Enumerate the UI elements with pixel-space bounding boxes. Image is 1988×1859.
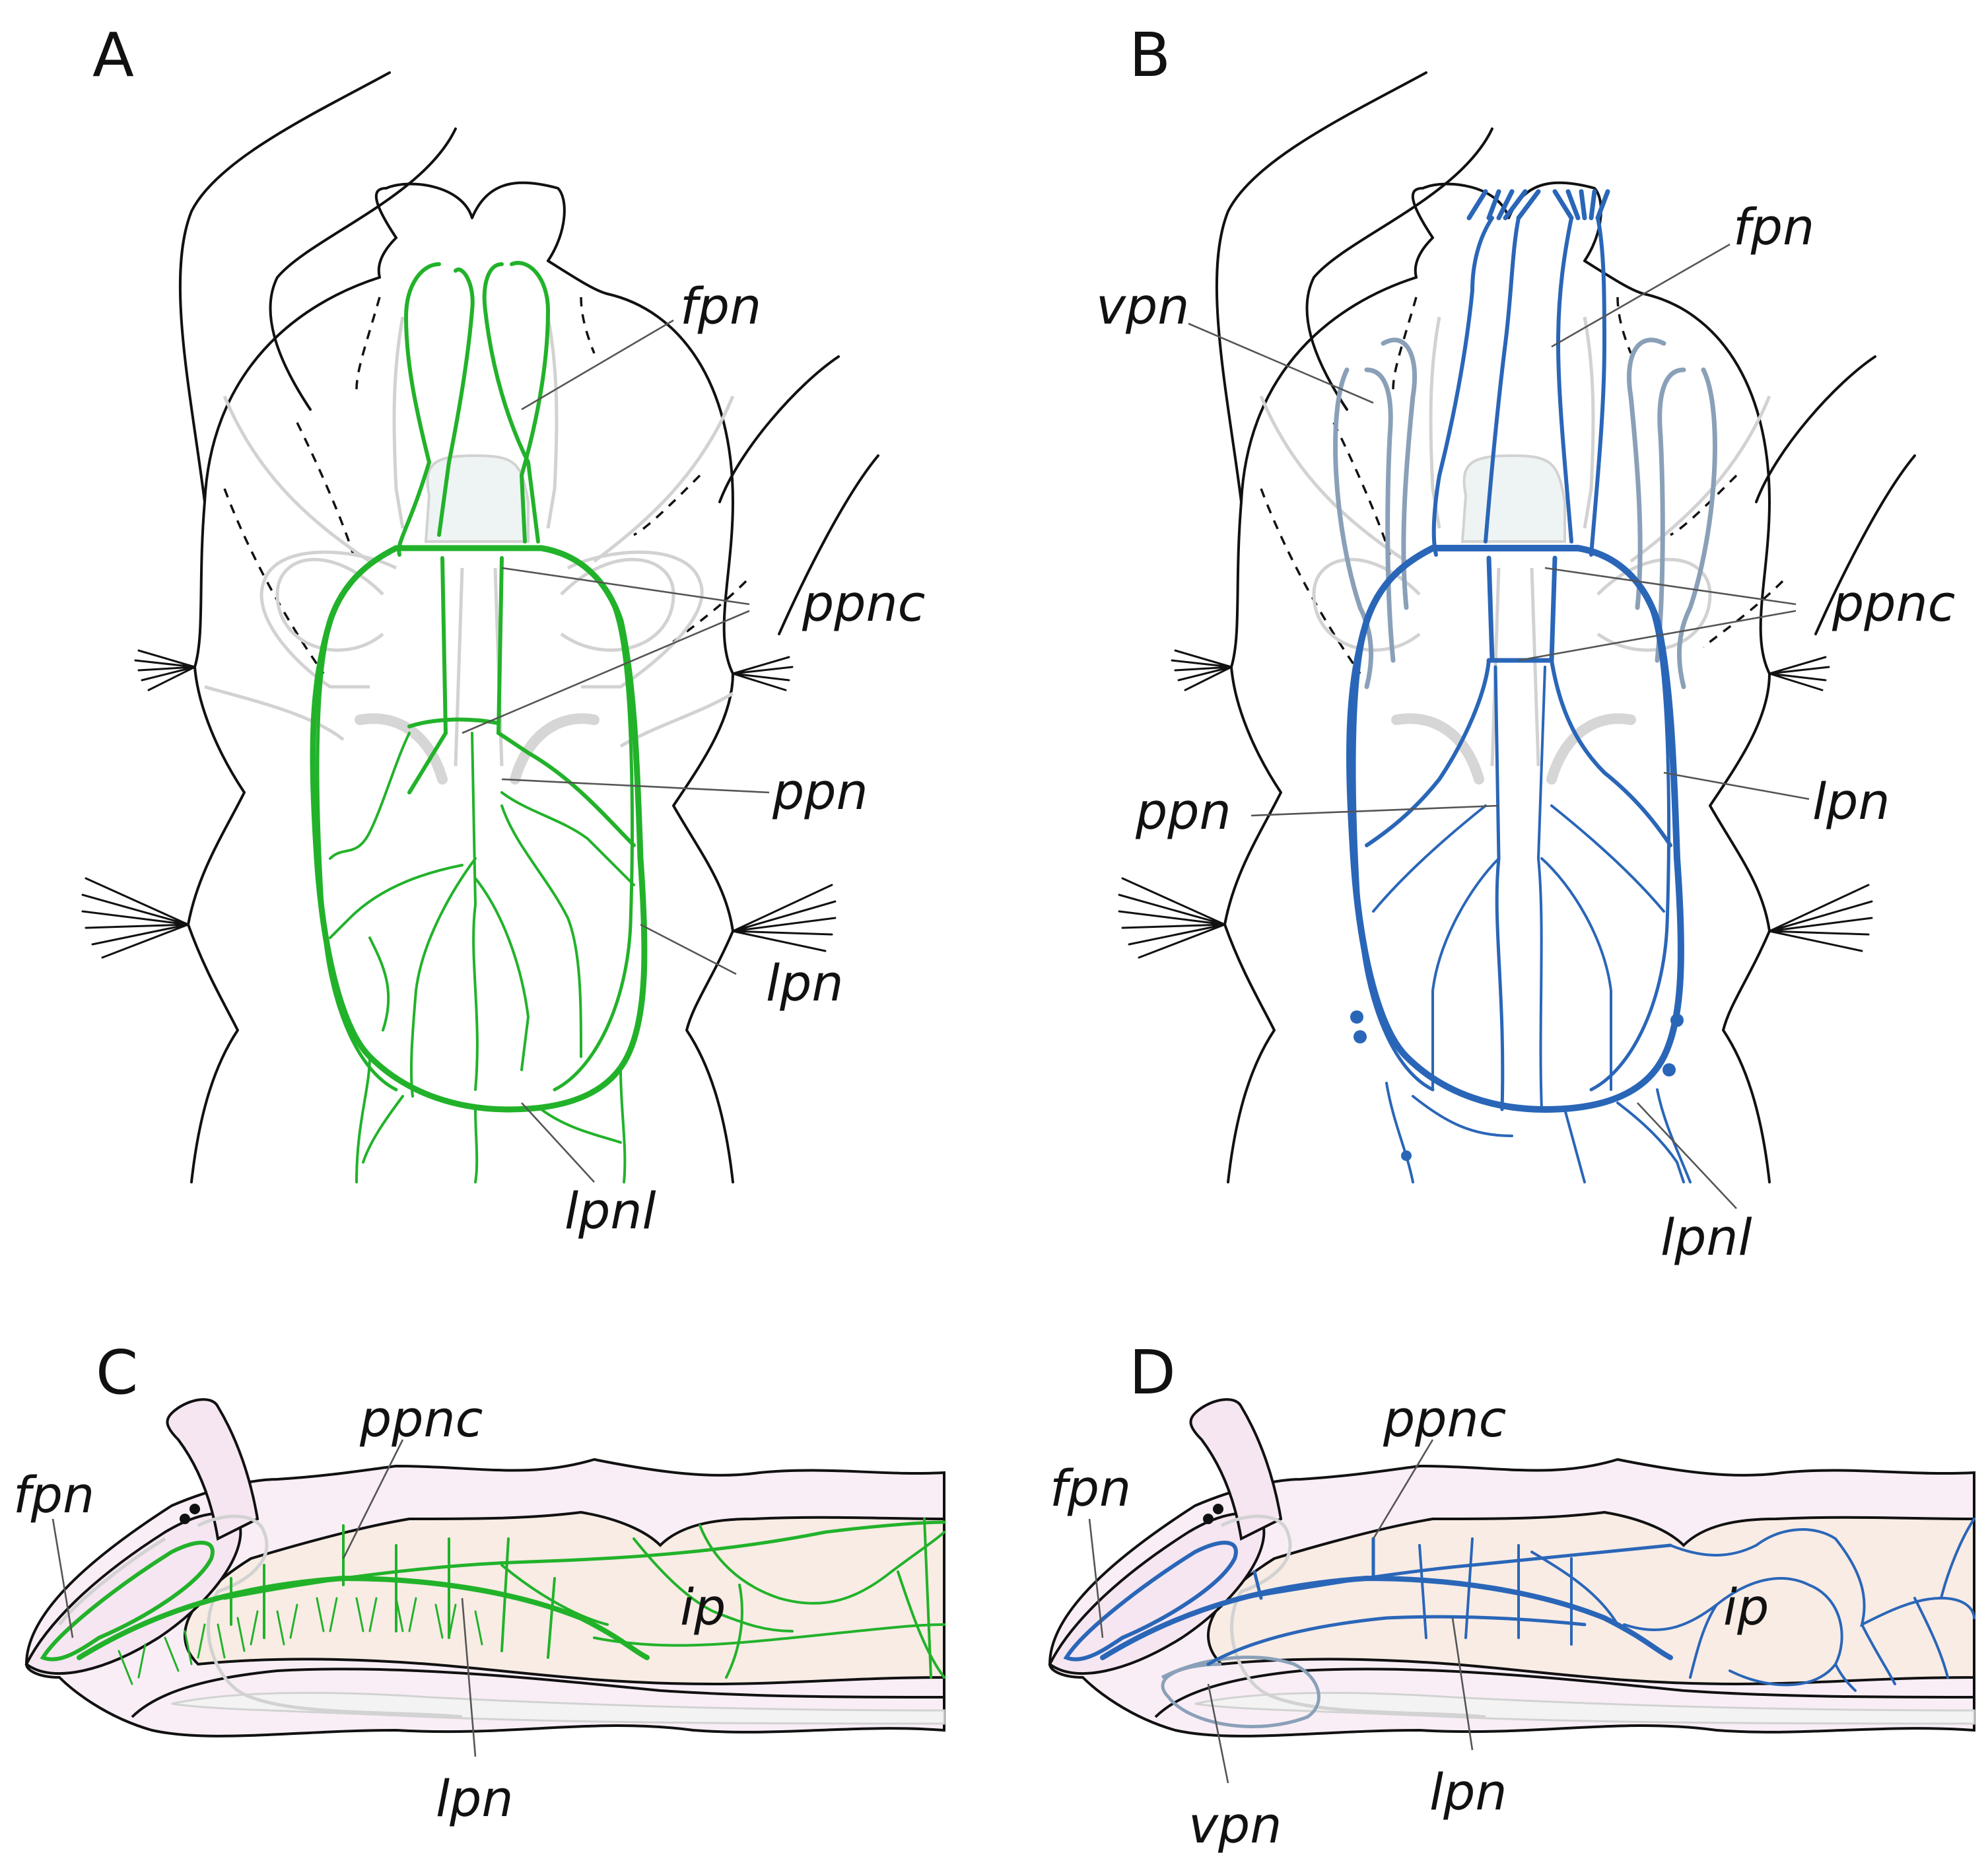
panel-b-body-outline	[1215, 71, 1916, 1183]
panel-d-label-vpn: vpn	[1188, 1796, 1282, 1854]
panel-d: D	[1048, 1337, 1975, 1854]
panel-b-label-lpn: lpn	[1812, 772, 1890, 831]
panel-b-letter: B	[1129, 20, 1171, 90]
panel-c-nerves	[40, 1518, 946, 1685]
panel-b-dashed-lines	[1260, 297, 1784, 675]
panel-d-vpn-nerves	[1161, 1656, 1320, 1728]
panel-c-label-ppnc: ppnc	[359, 1389, 483, 1448]
panel-a-label-lpn: lpn	[766, 954, 844, 1012]
panel-c-label-lpn: lpn	[436, 1769, 514, 1828]
panel-b-bristles	[1118, 649, 1873, 959]
panel-b-label-lpnl: lpnl	[1661, 1208, 1752, 1267]
panel-a-body-outline	[178, 71, 879, 1183]
panel-d-letter: D	[1129, 1337, 1176, 1408]
panel-b-label-ppnc: ppnc	[1832, 574, 1955, 633]
panel-b-leaders	[1188, 243, 1810, 1209]
panel-b-label-fpn: fpn	[1733, 197, 1814, 256]
panel-a-bristles	[81, 649, 837, 959]
panel-a: A	[81, 20, 925, 1240]
panel-b-label-vpn: vpn	[1096, 277, 1189, 335]
panel-d-label-lpn: lpn	[1429, 1763, 1507, 1821]
panel-c-label-fpn: fpn	[13, 1465, 94, 1524]
panel-c-body	[24, 1398, 945, 1737]
panel-a-dashed-lines	[223, 297, 747, 675]
panel-d-nerves	[1063, 1518, 1975, 1692]
panel-b-label-ppn: ppn	[1135, 782, 1231, 841]
panel-a-label-fpn: fpn	[680, 277, 761, 335]
panel-c-leaders	[51, 1439, 477, 1757]
panel-a-nerves	[310, 261, 648, 1183]
panel-a-label-lpnl: lpnl	[565, 1181, 656, 1240]
panel-a-label-ppn: ppn	[772, 762, 868, 821]
panel-c-letter: C	[96, 1337, 138, 1408]
panel-d-label-ppnc: ppnc	[1383, 1389, 1506, 1448]
panel-a-letter: A	[92, 20, 134, 90]
panel-b: B	[1096, 20, 1955, 1267]
panel-b-vpn-nerves	[1333, 337, 1717, 689]
panel-d-leaders	[1088, 1439, 1474, 1784]
panel-b-nerves	[1346, 189, 1692, 1183]
panel-d-label-fpn: fpn	[1050, 1459, 1131, 1518]
panel-c-label-ip: ip	[680, 1578, 726, 1636]
panel-c: C	[13, 1337, 946, 1828]
panel-a-label-ppnc: ppnc	[802, 574, 925, 633]
panel-d-body	[1048, 1398, 1975, 1737]
panel-a-leaders	[462, 319, 770, 1183]
panel-d-label-ip: ip	[1723, 1578, 1769, 1636]
